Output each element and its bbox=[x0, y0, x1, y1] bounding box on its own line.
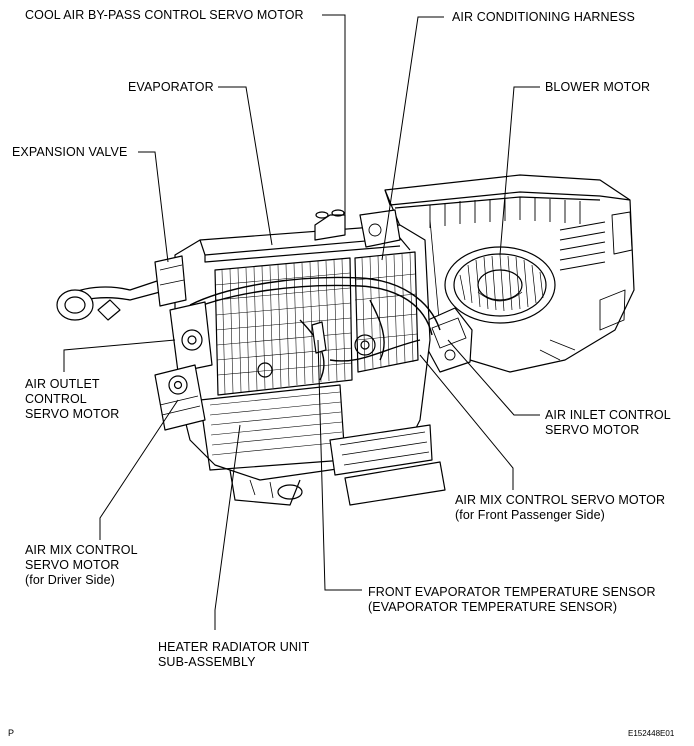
label-air-outlet-control-servo: AIR OUTLET CONTROL SERVO MOTOR bbox=[25, 377, 119, 422]
label-blower-motor: BLOWER MOTOR bbox=[545, 80, 650, 95]
leader-heater-radiator bbox=[214, 424, 241, 630]
label-line: COOL AIR BY-PASS CONTROL SERVO MOTOR bbox=[25, 8, 304, 22]
label-line: AIR MIX CONTROL bbox=[25, 543, 138, 557]
label-line: SERVO MOTOR bbox=[545, 423, 640, 437]
leader-lines bbox=[63, 14, 540, 630]
air-mix-servo-driver bbox=[154, 364, 206, 431]
label-line: AIR INLET CONTROL bbox=[545, 408, 671, 422]
leader-evaporator bbox=[218, 86, 273, 246]
label-air-inlet-control-servo: AIR INLET CONTROL SERVO MOTOR bbox=[545, 408, 671, 438]
label-line: HEATER RADIATOR UNIT bbox=[158, 640, 310, 654]
leader-air-inlet bbox=[447, 339, 540, 416]
leader-ac-harness bbox=[381, 16, 444, 261]
label-line: (for Driver Side) bbox=[25, 573, 115, 587]
label-line: AIR CONDITIONING HARNESS bbox=[452, 10, 635, 24]
leader-cool-air-bypass bbox=[322, 14, 346, 215]
label-front-evaporator-temp-sensor: FRONT EVAPORATOR TEMPERATURE SENSOR (EVA… bbox=[368, 585, 656, 615]
label-line: EVAPORATOR bbox=[128, 80, 214, 94]
label-line: AIR OUTLET bbox=[25, 377, 100, 391]
label-expansion-valve: EXPANSION VALVE bbox=[12, 145, 127, 160]
footer-left-code: P bbox=[8, 728, 15, 738]
label-line: SUB-ASSEMBLY bbox=[158, 655, 256, 669]
label-evaporator: EVAPORATOR bbox=[128, 80, 214, 95]
label-line: (for Front Passenger Side) bbox=[455, 508, 605, 522]
air-outlet-servo bbox=[169, 301, 213, 373]
leader-air-mix-driver bbox=[99, 399, 179, 540]
label-line: EXPANSION VALVE bbox=[12, 145, 128, 159]
label-air-conditioning-harness: AIR CONDITIONING HARNESS bbox=[452, 10, 635, 25]
cool-air-bypass-servo bbox=[359, 209, 401, 248]
main-case bbox=[174, 224, 446, 506]
label-heater-radiator-unit: HEATER RADIATOR UNIT SUB-ASSEMBLY bbox=[158, 640, 309, 670]
label-line: SERVO MOTOR bbox=[25, 407, 120, 421]
label-line: AIR MIX CONTROL SERVO MOTOR bbox=[455, 493, 666, 507]
refrigerant-pipes bbox=[56, 209, 346, 321]
temperature-sensor bbox=[257, 321, 376, 378]
leader-front-evap-sensor bbox=[317, 339, 362, 591]
leader-air-outlet bbox=[63, 339, 176, 372]
label-line: CONTROL bbox=[25, 392, 87, 406]
label-line: SERVO MOTOR bbox=[25, 558, 120, 572]
leader-expansion-valve bbox=[138, 151, 169, 263]
label-cool-air-bypass-servo: COOL AIR BY-PASS CONTROL SERVO MOTOR bbox=[25, 8, 304, 23]
leader-blower-motor bbox=[499, 86, 540, 256]
label-air-mix-servo-driver: AIR MIX CONTROL SERVO MOTOR (for Driver … bbox=[25, 543, 138, 588]
label-line: (EVAPORATOR TEMPERATURE SENSOR) bbox=[368, 600, 618, 614]
label-line: BLOWER MOTOR bbox=[545, 80, 651, 94]
leader-air-mix-passenger bbox=[419, 354, 514, 490]
footer-figure-id: E152448E01 bbox=[628, 729, 675, 738]
label-air-mix-servo-passenger: AIR MIX CONTROL SERVO MOTOR (for Front P… bbox=[455, 493, 665, 523]
label-line: FRONT EVAPORATOR TEMPERATURE SENSOR bbox=[368, 585, 656, 599]
